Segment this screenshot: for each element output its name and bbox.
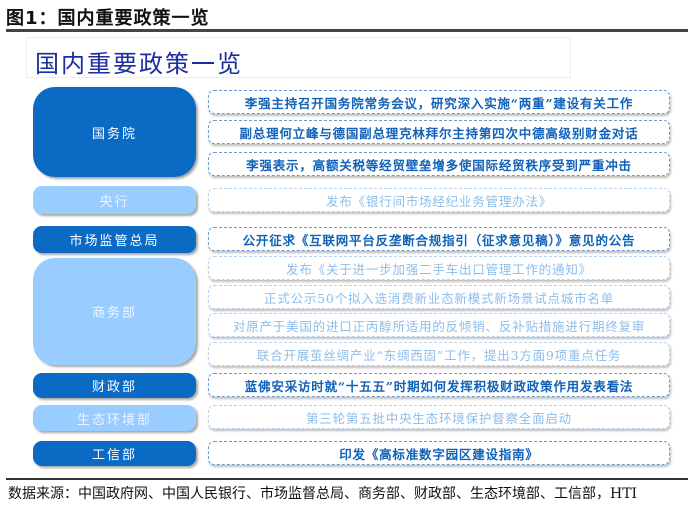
- diagram-title-box: 国内重要政策一览: [26, 37, 571, 78]
- policy-item: 联合开展茧丝绸产业“东绸西固”工作，提出3方面9项重点任务: [208, 342, 670, 366]
- dept-ecology: 生态环境部: [33, 405, 196, 431]
- dept-miit: 工信部: [33, 441, 196, 466]
- policy-item: 蓝佛安采访时就“十五五”时期如何发挥积极财政政策作用发表看法: [208, 373, 670, 397]
- dept-state-council: 国务院: [33, 87, 196, 177]
- policy-item: 李强主持召开国务院常务会议，研究深入实施“两重”建设有关工作: [208, 90, 670, 114]
- policy-item: 印发《高标准数字园区建设指南》: [208, 441, 670, 465]
- policy-item: 第三轮第五批中央生态环境保护督察全面启动: [208, 405, 670, 429]
- policy-item: 李强表示，高额关税等经贸壁垒增多使国际经贸秩序受到严重冲击: [208, 152, 670, 176]
- dept-central-bank: 央行: [33, 186, 196, 214]
- top-divider: [6, 29, 688, 32]
- figure-caption: 图1：国内重要政策一览: [6, 8, 210, 29]
- policy-item: 副总理何立峰与德国副总理克林拜尔主持第四次中德高级别财金对话: [208, 120, 670, 144]
- bottom-divider: [6, 478, 688, 480]
- policy-item: 对原产于美国的进口正丙醇所适用的反倾销、反补贴措施进行期终复审: [208, 313, 670, 337]
- dept-finance: 财政部: [33, 373, 196, 398]
- policy-item: 发布《关于进一步加强二手车出口管理工作的通知》: [208, 256, 670, 280]
- diagram-title: 国内重要政策一览: [35, 50, 243, 78]
- policy-item: 发布《银行间市场经纪业务管理办法》: [208, 188, 670, 212]
- dept-samr: 市场监管总局: [33, 226, 196, 253]
- policy-item: 正式公示50个拟入选消费新业态新模式新场景试点城市名单: [208, 285, 670, 309]
- policy-item: 公开征求《互联网平台反垄断合规指引（征求意见稿）》意见的公告: [208, 227, 670, 251]
- data-source-note: 数据来源：中国政府网、中国人民银行、市场监督总局、商务部、财政部、生态环境部、工…: [8, 486, 638, 502]
- dept-commerce: 商务部: [33, 258, 196, 365]
